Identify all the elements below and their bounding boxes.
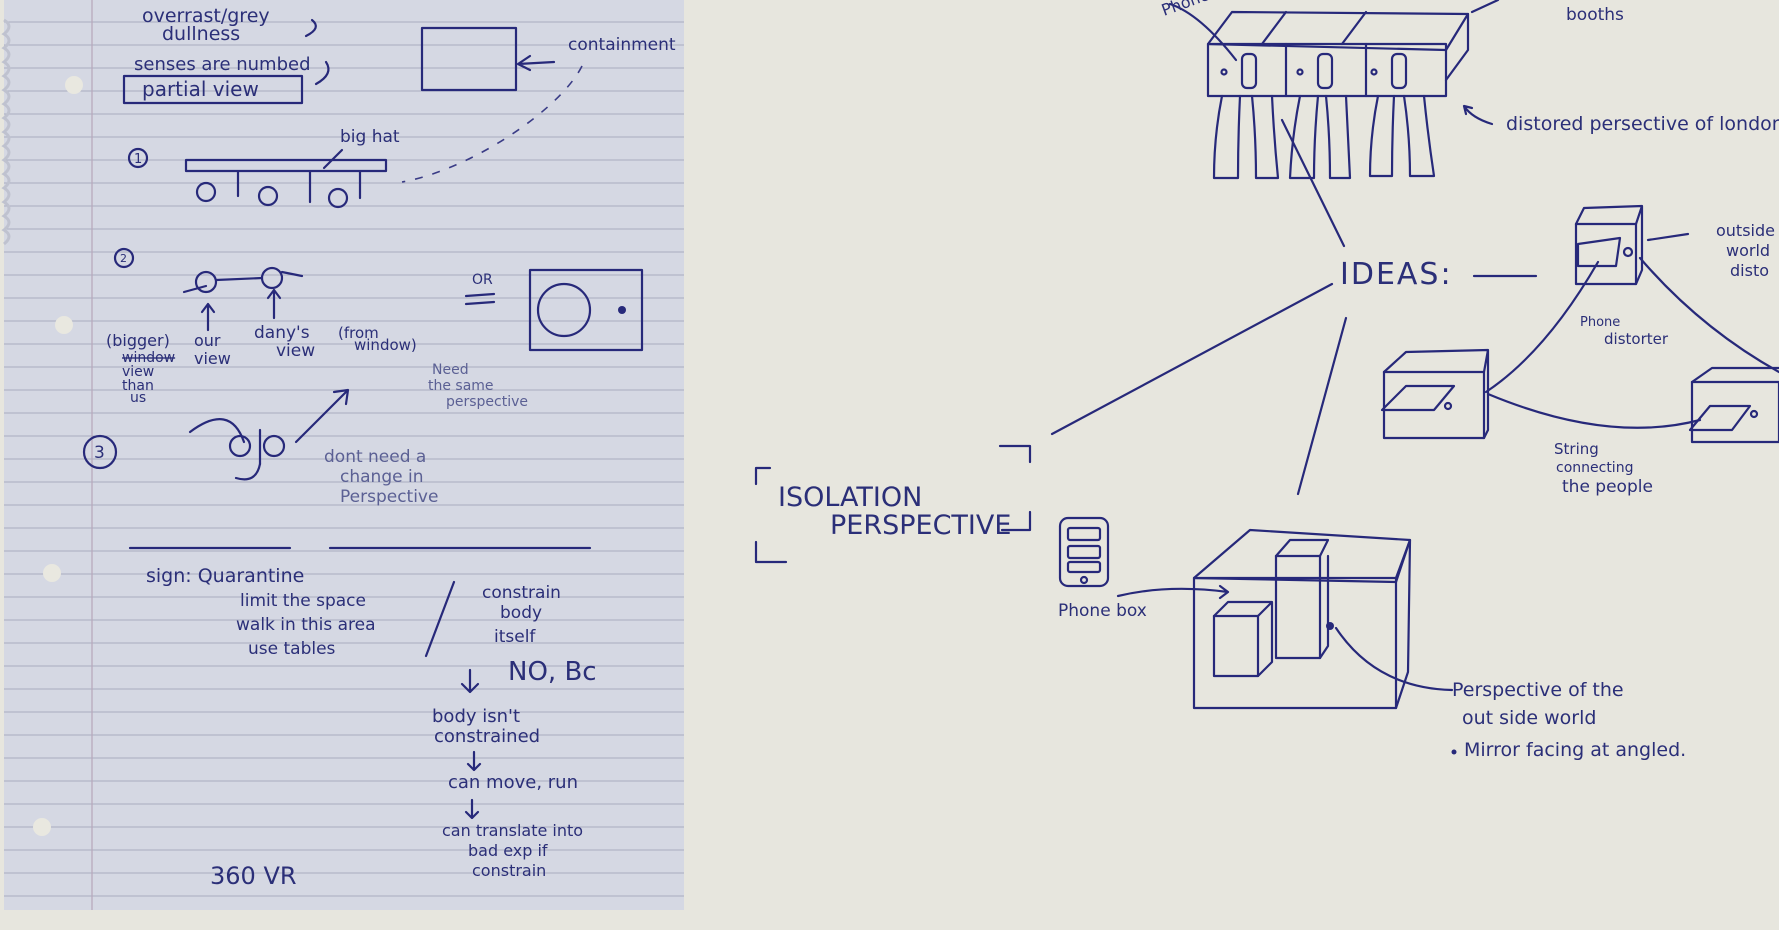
step-1-b: constrained bbox=[434, 726, 540, 747]
bigger-view-1: (bigger) bbox=[106, 331, 170, 350]
perspective-label-3: Mirror facing at angled. bbox=[1464, 739, 1686, 761]
phone-distorter-label-1: Phone bbox=[1580, 315, 1620, 330]
our-view-2: view bbox=[194, 349, 231, 368]
ideas-label: IDEAS: bbox=[1340, 257, 1453, 292]
outside-label-1: outside bbox=[1716, 221, 1775, 240]
bigger-view-5: us bbox=[130, 390, 146, 406]
from-window-2: window) bbox=[354, 336, 417, 354]
window-dot bbox=[618, 306, 626, 314]
step-3-c: constrain bbox=[472, 861, 546, 880]
perspective-label-2: out side world bbox=[1462, 707, 1596, 729]
step-3-b: bad exp if bbox=[468, 841, 548, 860]
design-line-1: sign: Quarantine bbox=[146, 565, 304, 587]
distorted-label: distored persective of london bbox=[1506, 113, 1779, 135]
our-view-1: our bbox=[194, 331, 221, 350]
sketch-2-number: 2 bbox=[120, 252, 127, 265]
bullet-dot bbox=[1452, 750, 1457, 755]
same-perspective-2: the same bbox=[428, 378, 494, 394]
isolation-label-2: PERSPECTIVE bbox=[830, 510, 1011, 541]
danys-view-1: dany's bbox=[254, 323, 310, 343]
isolation-label-1: ISOLATION bbox=[778, 482, 922, 513]
no-change-2: change in bbox=[340, 467, 423, 487]
string-label-1: String bbox=[1554, 440, 1599, 458]
step-1-a: body isn't bbox=[432, 706, 520, 727]
string-label-2: connecting bbox=[1556, 460, 1633, 476]
design-line-3: walk in this area bbox=[236, 615, 376, 635]
outside-label-2: world bbox=[1726, 241, 1770, 260]
design-line-4: use tables bbox=[248, 639, 336, 659]
design-line-2: limit the space bbox=[240, 591, 366, 611]
booths-label: booths bbox=[1566, 5, 1624, 25]
sketch-1-number: 1 bbox=[134, 152, 142, 167]
senses-line: senses are numbed bbox=[134, 54, 311, 75]
no-bc: NO, Bc bbox=[508, 657, 597, 687]
step-3-a: can translate into bbox=[442, 821, 583, 840]
no-change-1: dont need a bbox=[324, 447, 426, 467]
partial-view-label: partial view bbox=[142, 77, 259, 101]
outside-label-3: disto bbox=[1730, 261, 1769, 280]
phone-distorter-label-2: distorter bbox=[1604, 330, 1669, 348]
mirror-dot bbox=[1326, 622, 1334, 630]
step-2: can move, run bbox=[448, 772, 578, 793]
sketch-3-number: 3 bbox=[94, 443, 105, 463]
string-label-3: the people bbox=[1562, 477, 1653, 497]
same-perspective-3: perspective bbox=[446, 394, 528, 410]
big-hat-label: big hat bbox=[340, 127, 400, 147]
danys-view-2: view bbox=[276, 341, 315, 361]
perspective-label-1: Perspective of the bbox=[1452, 679, 1624, 701]
constrain-3: itself bbox=[494, 627, 536, 647]
constrain-1: constrain bbox=[482, 583, 561, 603]
same-perspective-1: Need bbox=[432, 362, 469, 378]
footer-360-vr: 360 VR bbox=[210, 862, 297, 890]
constrain-2: body bbox=[500, 603, 542, 623]
notebook-page: overrast/grey dullness senses are numbed… bbox=[4, 0, 684, 910]
containment-label: containment bbox=[568, 35, 676, 55]
or-label: OR bbox=[472, 272, 493, 288]
phone-box-label: Phone box bbox=[1058, 601, 1147, 621]
header-line-2: dullness bbox=[162, 23, 240, 45]
no-change-3: Perspective bbox=[340, 487, 438, 507]
